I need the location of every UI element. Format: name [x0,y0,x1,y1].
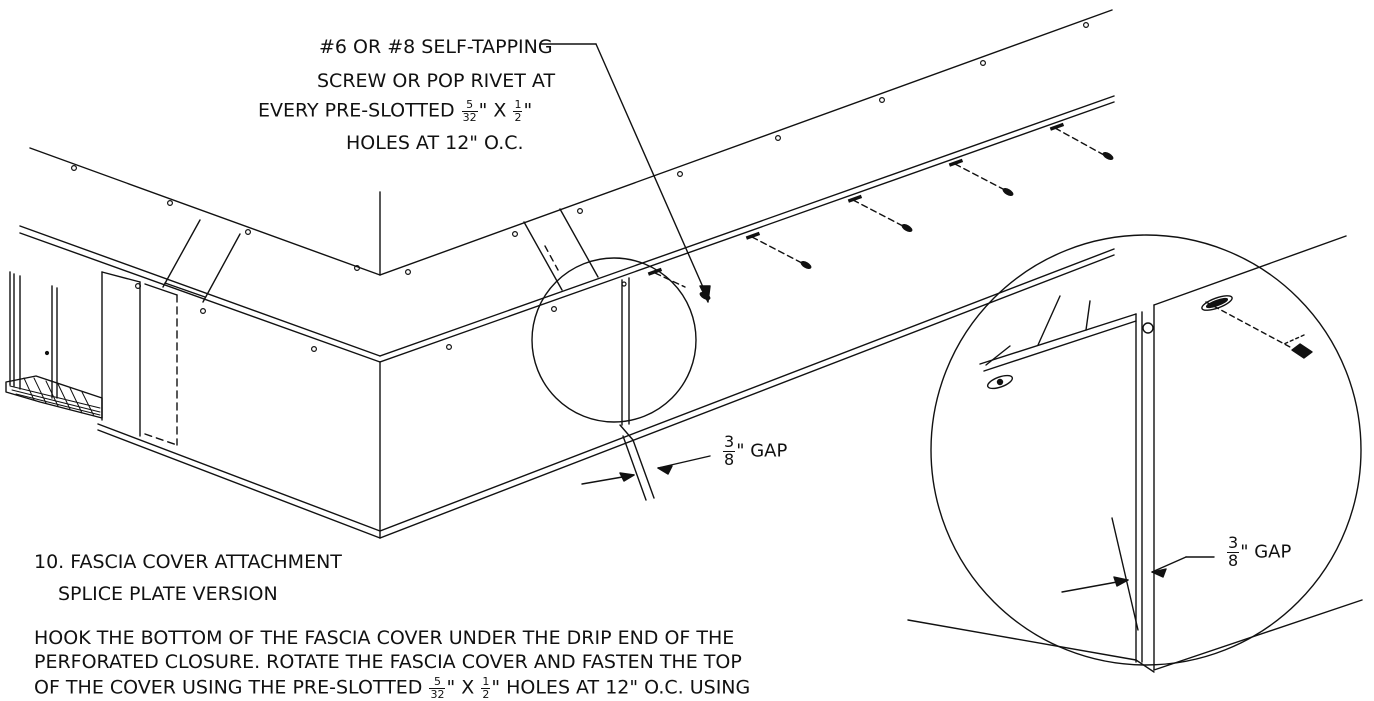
callout-line-3-prefix: EVERY PRE-SLOTTED [258,99,461,122]
fraction-numerator: 5 [461,99,478,112]
callout-line-4: HOLES AT 12" O.C. [346,132,524,154]
gap-arrow-main [581,455,711,485]
screws-row [654,127,1105,288]
callout-line-1: #6 OR #8 SELF-TAPPING [319,36,553,58]
left-wall-panels [9,271,178,446]
splice-strap-right [523,208,599,291]
coping-holes [44,22,1089,356]
instruction-line-1: HOOK THE BOTTOM OF THE FASCIA COVER UNDE… [34,627,735,649]
instruction-line-3-suffix: " HOLES AT 12" O.C. USING [491,676,751,699]
fraction-numerator: 3 [1227,533,1240,553]
gap-label-text: " GAP [1240,541,1292,563]
fraction-denominator: 32 [462,110,477,124]
gap-label-text: " GAP [736,440,788,462]
fraction-numerator: 5 [429,676,446,689]
instruction-line-2: PERFORATED CLOSURE. ROTATE THE FASCIA CO… [34,651,742,673]
enlarged-detail-circle [930,234,1362,666]
enlarged-screw [986,295,1313,390]
step-title: 10. FASCIA COVER ATTACHMENT [34,551,342,573]
callout-line-2: SCREW OR POP RIVET AT [317,70,556,92]
roof-coping-lines [19,9,1115,539]
fraction-denominator: 8 [724,449,735,469]
gap-arrow-detail [1061,556,1215,593]
step-subtitle: SPLICE PLATE VERSION [58,583,278,605]
splice-strap-left [162,219,241,303]
callout-leader [539,43,711,303]
instruction-line-3-prefix: OF THE COVER USING THE PRE-SLOTTED [34,676,429,699]
screw-heads [647,122,1114,300]
fraction-denominator: 2 [514,110,522,124]
splice-joint [619,277,655,501]
callout-line-3-suffix: " [523,99,533,122]
enlarged-detail-lines [907,235,1363,673]
instruction-line-3-mid: " X [446,676,481,699]
fraction-numerator: 3 [723,432,736,452]
fraction-numerator: 1 [481,675,491,689]
fraction-denominator: 8 [1228,550,1239,570]
perforated-closure [5,375,103,419]
detail-callout-circle [531,257,697,423]
callout-line-3-mid: " X [478,99,513,122]
fraction-denominator: 32 [430,687,445,701]
fraction-numerator: 1 [513,98,523,112]
fraction-denominator: 2 [482,687,490,701]
